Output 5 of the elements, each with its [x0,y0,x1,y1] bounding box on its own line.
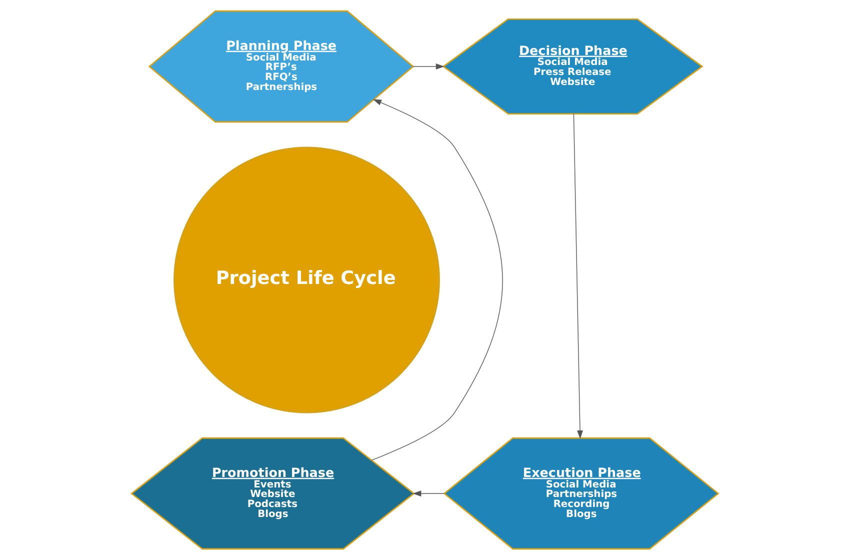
node-circle: Project Life Cycle [174,146,440,414]
arrow [371,99,503,461]
arrow [573,114,583,439]
arrow [412,490,445,496]
arrow [412,64,444,70]
